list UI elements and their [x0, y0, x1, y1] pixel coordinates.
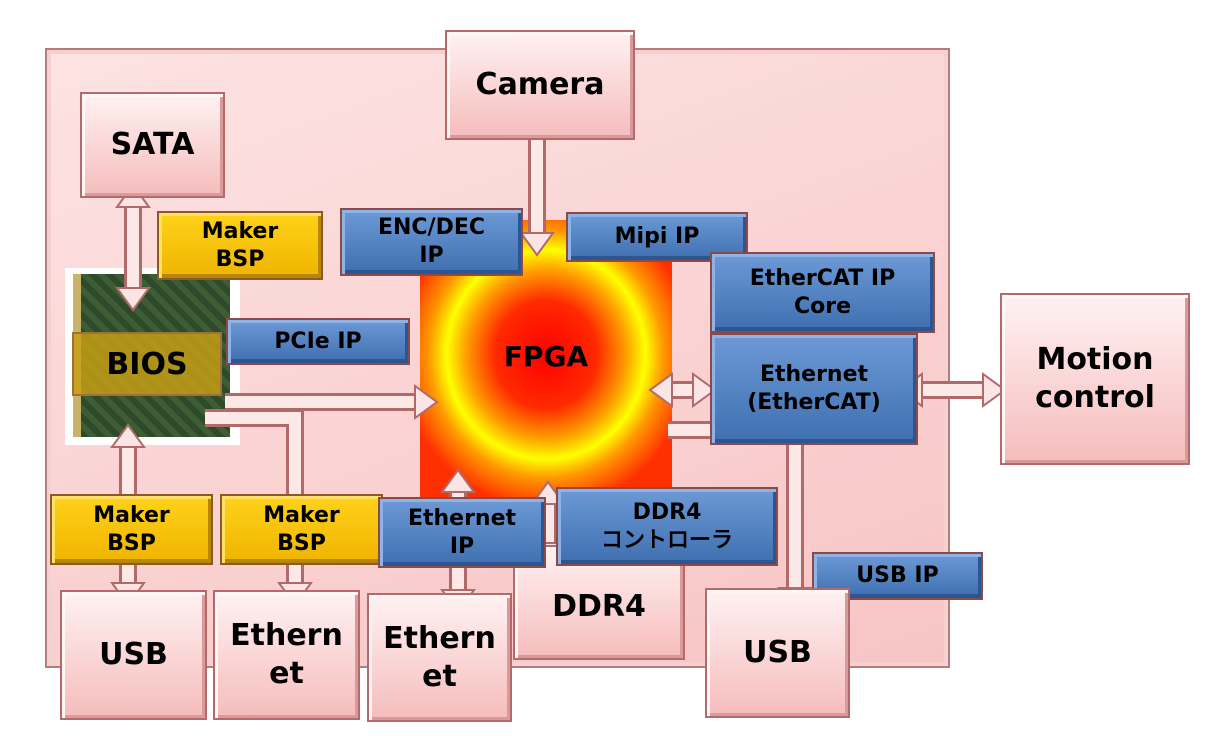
arrowhead [115, 287, 151, 312]
label-line: EtherCAT IP [749, 265, 896, 291]
fpga-label: FPGA [503, 340, 589, 373]
arrowhead [110, 423, 146, 448]
usb-label: USB [99, 637, 168, 672]
arrowhead [982, 372, 1007, 408]
label-line: Ethern [230, 618, 343, 653]
label-line: Ethernet [759, 362, 869, 387]
enc-dec-ip-block: ENC/DEC IP [340, 208, 523, 276]
label-line: control [1035, 380, 1155, 415]
board-fpga-arrow [225, 384, 439, 420]
label-line: Maker [201, 218, 279, 244]
camera-fpga-arrow [519, 140, 555, 257]
label-line: Maker [263, 502, 340, 528]
arrowhead [440, 468, 476, 493]
arrowhead [648, 372, 673, 408]
usb-label: USB [743, 635, 812, 670]
fpga-block: FPGA [420, 220, 672, 500]
sata-block: SATA [80, 92, 225, 198]
usb-right-block: USB [705, 588, 850, 718]
label-line: コントローラ [600, 527, 733, 553]
arrowhead [414, 384, 439, 420]
pcie-ip-label: PCIe IP [274, 328, 362, 354]
label-line: Ethernet [407, 505, 517, 531]
label-line: Maker [93, 502, 170, 528]
label-line: Ethern [383, 620, 496, 656]
label-line: DDR4 [632, 499, 702, 525]
bios-block: BIOS [72, 332, 222, 396]
ethernet-ethercat-block: Ethernet (EtherCAT) [710, 333, 918, 445]
usb-left-block: USB [60, 590, 207, 720]
label-line: ENC/DEC [377, 215, 486, 240]
sata-board-arrow [115, 183, 151, 312]
label-line: et [422, 658, 457, 694]
label-line: IP [449, 533, 475, 559]
label-line: BSP [215, 246, 265, 272]
ddr4-label: DDR4 [552, 588, 646, 624]
usb-ip-label: USB IP [856, 563, 939, 588]
bios-label: BIOS [106, 346, 188, 382]
pcie-ip-block: PCIe IP [226, 318, 410, 365]
label-line: Core [793, 293, 852, 319]
sata-label: SATA [110, 127, 195, 162]
label-line: Motion [1036, 342, 1154, 377]
label-line: et [269, 656, 304, 691]
fpga-ethercat-arrow [648, 372, 717, 408]
mipi-ip-label: Mipi IP [614, 224, 700, 249]
label-line: BSP [277, 530, 326, 556]
arrowhead [692, 372, 717, 408]
label-line: IP [419, 243, 444, 268]
arrowhead [519, 232, 555, 257]
camera-block: Camera [445, 30, 635, 140]
label-line: BSP [107, 530, 156, 556]
camera-label: Camera [475, 67, 605, 102]
label-line: (EtherCAT) [747, 390, 881, 415]
